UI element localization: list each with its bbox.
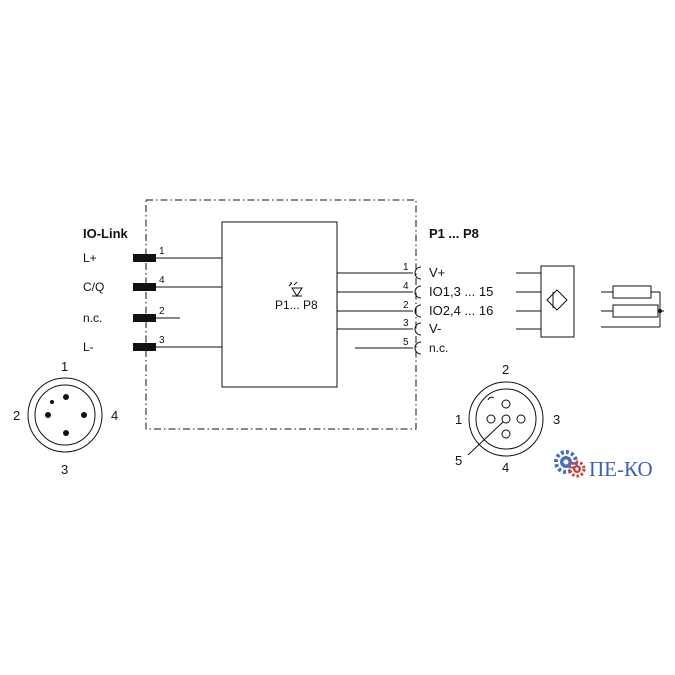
- pin-dot: [63, 430, 69, 436]
- left-signal-nc: n.c. 2: [83, 306, 180, 325]
- led-indicator-icon: [288, 281, 303, 297]
- socket-hole: [501, 429, 511, 439]
- pin-dot: [81, 412, 87, 418]
- pin-number: 2: [403, 300, 409, 311]
- signal-label: V-: [429, 321, 441, 336]
- socket-contact-icon: [414, 285, 422, 299]
- pin-label: 1: [455, 412, 462, 427]
- socket-hole: [501, 399, 511, 409]
- pin-number: 1: [159, 246, 165, 257]
- pin-label: 2: [13, 408, 20, 423]
- module-box: [221, 221, 338, 388]
- pin-label: 4: [111, 408, 118, 423]
- socket-contact-icon: [414, 266, 422, 280]
- port-title: P1 ... P8: [429, 226, 479, 241]
- socket-contact-icon: [414, 341, 422, 355]
- resistor-icon: [612, 304, 659, 318]
- gear-icon: [568, 460, 586, 478]
- coding-key: [50, 400, 54, 404]
- signal-label: n.c.: [83, 311, 102, 325]
- right-signal-nc: 5 n.c.: [355, 337, 448, 355]
- signal-label: V+: [429, 265, 445, 280]
- left-signal-l-minus: L- 3: [83, 335, 222, 354]
- connector-left: 1 2 4 3: [13, 359, 118, 477]
- pin-number: 2: [159, 306, 165, 317]
- pin-number: 3: [403, 318, 409, 329]
- terminal-block: [133, 254, 156, 262]
- signal-label: L-: [83, 340, 94, 354]
- brand-name: ПЕ-КО: [589, 457, 653, 481]
- enclosure-outline: [145, 199, 417, 430]
- proximity-sensor-icon: [546, 289, 568, 311]
- leader-line: [467, 421, 504, 456]
- connector-inner-ring: [34, 384, 96, 446]
- pin-label: 3: [61, 462, 68, 477]
- right-signal-io1: 4 IO1,3 ... 15: [337, 281, 493, 299]
- resistor-network: [601, 285, 664, 328]
- terminal-block: [133, 343, 156, 351]
- connector-right: 2 1 3 4 5: [455, 362, 560, 475]
- pin-number: 4: [403, 281, 409, 292]
- sensor-box: [540, 265, 575, 338]
- pin-label: 5: [455, 453, 462, 468]
- terminal-block: [133, 283, 156, 291]
- connector-inner-ring: [475, 388, 537, 450]
- coding-key: [487, 396, 495, 401]
- brand-logo: ПЕ-КО: [554, 450, 653, 481]
- signal-label: IO2,4 ... 16: [429, 303, 493, 318]
- pin-number: 4: [159, 275, 165, 286]
- right-signal-v-plus: 1 V+: [337, 262, 445, 280]
- pin-label: 1: [61, 359, 68, 374]
- pin-number: 1: [403, 262, 409, 273]
- left-signal-l-plus: L+ 1: [83, 246, 222, 265]
- io-link-title: IO-Link: [83, 226, 129, 241]
- signal-label: n.c.: [429, 341, 448, 355]
- pin-dot: [45, 412, 51, 418]
- right-signal-v-minus: 3 V-: [337, 318, 441, 336]
- socket-hole: [516, 414, 526, 424]
- signal-label: L+: [83, 251, 97, 265]
- signal-label: IO1,3 ... 15: [429, 284, 493, 299]
- module-label: P1... P8: [275, 298, 318, 312]
- terminal-block: [133, 314, 156, 322]
- pin-label: 3: [553, 412, 560, 427]
- socket-contact-icon: [414, 322, 422, 336]
- socket-hole: [486, 414, 496, 424]
- sensor-symbol: [516, 265, 575, 338]
- socket-hole-center: [501, 414, 511, 424]
- pin-number: 3: [159, 335, 165, 346]
- left-signal-cq: C/Q 4: [83, 275, 222, 294]
- right-signal-io2: 2 IO2,4 ... 16: [337, 300, 493, 318]
- pin-label: 2: [502, 362, 509, 377]
- signal-label: C/Q: [83, 280, 104, 294]
- pin-dot: [63, 394, 69, 400]
- pin-label: 4: [502, 460, 509, 475]
- resistor-icon: [612, 285, 652, 299]
- connector-outer-ring: [27, 377, 103, 453]
- connector-outer-ring: [468, 381, 544, 457]
- socket-contact-icon: [414, 304, 422, 318]
- pin-number: 5: [403, 337, 409, 348]
